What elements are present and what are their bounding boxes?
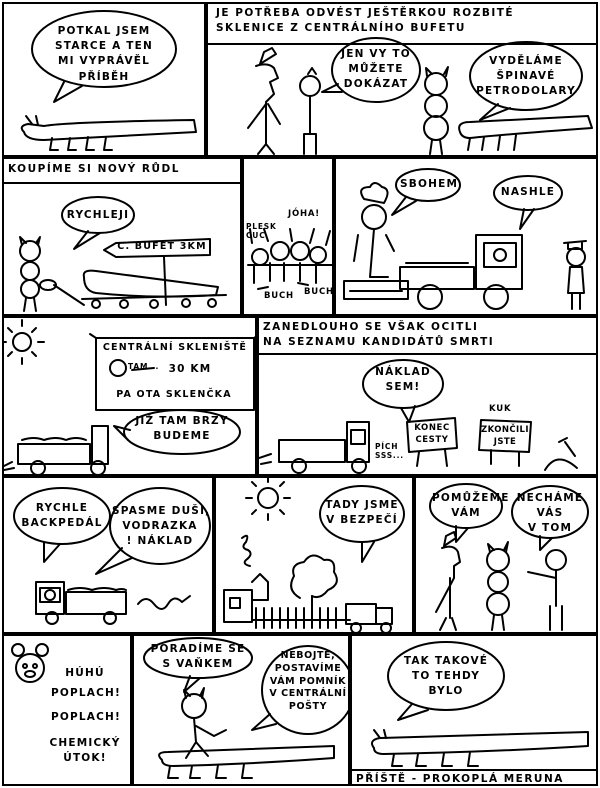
panel-6-sign-tam: TAM... — [128, 362, 160, 371]
panel-11-line-1: HÚHÚ — [65, 667, 105, 679]
panel-2-balloon-right: VYDĚLÁME ŠPINAVÉ PETRODOLARY — [476, 55, 576, 98]
panel-8-balloon-right: SPASME DUŠI, VODRAZKA ! NÁKLAD — [112, 505, 211, 548]
panel-2-caption: JE POTŘEBA ODVÉST JEŠTĚRKOU ROZBITÉ SKLE… — [216, 7, 515, 34]
panel-7-sfx-pich: PÍCH SSS... — [375, 442, 404, 460]
panel-13-balloon-text: TAK TAKOVÉ TO TEHDY BYLO — [403, 655, 489, 698]
panel-10: POMŮŽEME VÁM NECHÁME VÁS V TOM — [414, 476, 598, 634]
panel-6: CENTRÁLNÍ SKLENIŠTĚ TAM... 30 KM PA OTA … — [2, 316, 257, 476]
panel-8-art — [13, 487, 211, 625]
panel-7-sign-right: ZKONČILI JSTE — [481, 425, 529, 448]
panel-7-art — [259, 353, 596, 474]
panel-9-art — [223, 478, 405, 632]
panel-5-art — [343, 168, 587, 310]
panel-11-art — [11, 643, 49, 683]
panel-4: JÓHA! PLESK CUC BUCH BUCH — [242, 157, 334, 316]
panel-3: KOUPÍME SI NOVÝ RŮDL RYCHLEJI C. BUFET 3… — [2, 157, 242, 316]
panel-7-caption: ZANEDLOUHO SE VŠAK OCITLI NA SEZNAMU KAN… — [263, 321, 495, 348]
panel-12-balloon-left: PORADÍME SE S VAŇKEM — [150, 643, 246, 671]
panel-6-sign-footer: PA OTA SKLENČKA — [116, 389, 232, 400]
panel-4-sfx-cheer: JÓHA! — [288, 209, 320, 219]
panel-13-art — [352, 641, 596, 771]
panel-7-balloon-text: NÁKLAD SEM! — [375, 366, 431, 394]
panel-7-sign-left: KONEC CESTY — [414, 423, 450, 446]
panel-3-sign-text: C. BUFET 3KM — [117, 241, 207, 252]
panel-10-art — [429, 483, 589, 631]
panel-11-line-4: CHEMICKÝ ÚTOK! — [49, 737, 121, 765]
panel-4-sfx-buch2: BUCH — [304, 287, 334, 297]
panel-11-line-3: POPLACH! — [50, 711, 122, 723]
panel-11-line-2: POPLACH! — [50, 687, 122, 699]
panel-1-art — [20, 10, 197, 151]
panel-4-sfx-buch1: BUCH — [264, 291, 294, 301]
panel-4-sfx-clap: PLESK CUC — [246, 222, 277, 240]
panel-3-art — [4, 182, 240, 312]
panel-2-art — [208, 37, 596, 155]
panel-9-balloon-text: TADY JSME V BEZPEČÍ — [325, 499, 399, 527]
panel-12: PORADÍME SE S VAŇKEM NEBOJTE, POSTAVÍME … — [132, 634, 350, 786]
panel-4-art — [247, 228, 332, 290]
panel-6-sign-title: CENTRÁLNÍ SKLENIŠTĚ — [102, 342, 248, 353]
panel-7-sfx-kuk: KUK — [489, 404, 512, 414]
panel-9: TADY JSME V BEZPEČÍ — [214, 476, 414, 634]
panel-6-sign-distance: 30 KM — [168, 363, 212, 375]
panel-13-footer: PŘÍŠTĚ - PROKOPLÁ MERUNA — [356, 773, 564, 785]
panel-10-balloon-right: NECHÁME VÁS V TOM — [516, 492, 584, 535]
panel-12-balloon-right: NEBOJTE, POSTAVÍME VÁM POMNÍK V CENTRÁLN… — [269, 650, 347, 713]
panel-5-balloon-right: NASHLE — [500, 186, 556, 198]
panel-11: HÚHÚ POPLACH! POPLACH! CHEMICKÝ ÚTOK! — [2, 634, 132, 786]
panel-7: ZANEDLOUHO SE VŠAK OCITLI NA SEZNAMU KAN… — [257, 316, 598, 476]
panel-1-balloon-text: POTKAL JSEM STARCE A TEN MI VYPRÁVĚL PŘÍ… — [55, 25, 153, 83]
panel-5-balloon-left: SBOHEM — [400, 178, 459, 190]
panel-6-art — [4, 319, 255, 474]
panel-2: JE POTŘEBA ODVÉST JEŠTĚRKOU ROZBITÉ SKLE… — [206, 2, 598, 157]
panel-6-balloon-text: JIŽ TAM BRZY BUDEME — [135, 415, 229, 443]
panel-10-balloon-left: POMŮŽEME VÁM — [432, 492, 510, 520]
panel-5: SBOHEM NASHLE — [334, 157, 598, 316]
panel-3-balloon-text: RYCHLEJI — [66, 209, 130, 221]
panel-8: RYCHLE BACKPEDÁL SPASME DUŠI, VODRAZKA !… — [2, 476, 214, 634]
panel-3-caption: KOUPÍME SI NOVÝ RŮDL — [8, 163, 180, 175]
panel-8-balloon-left: RYCHLE BACKPEDÁL — [21, 502, 103, 530]
panel-2-balloon-left: JEN VY TO MŮŽETE DOKÁZAT — [341, 48, 411, 91]
panel-1: POTKAL JSEM STARCE A TEN MI VYPRÁVĚL PŘÍ… — [2, 2, 206, 157]
panel-13: TAK TAKOVÉ TO TEHDY BYLO PŘÍŠTĚ - PROKOP… — [350, 634, 598, 786]
panel-12-art — [143, 637, 348, 779]
